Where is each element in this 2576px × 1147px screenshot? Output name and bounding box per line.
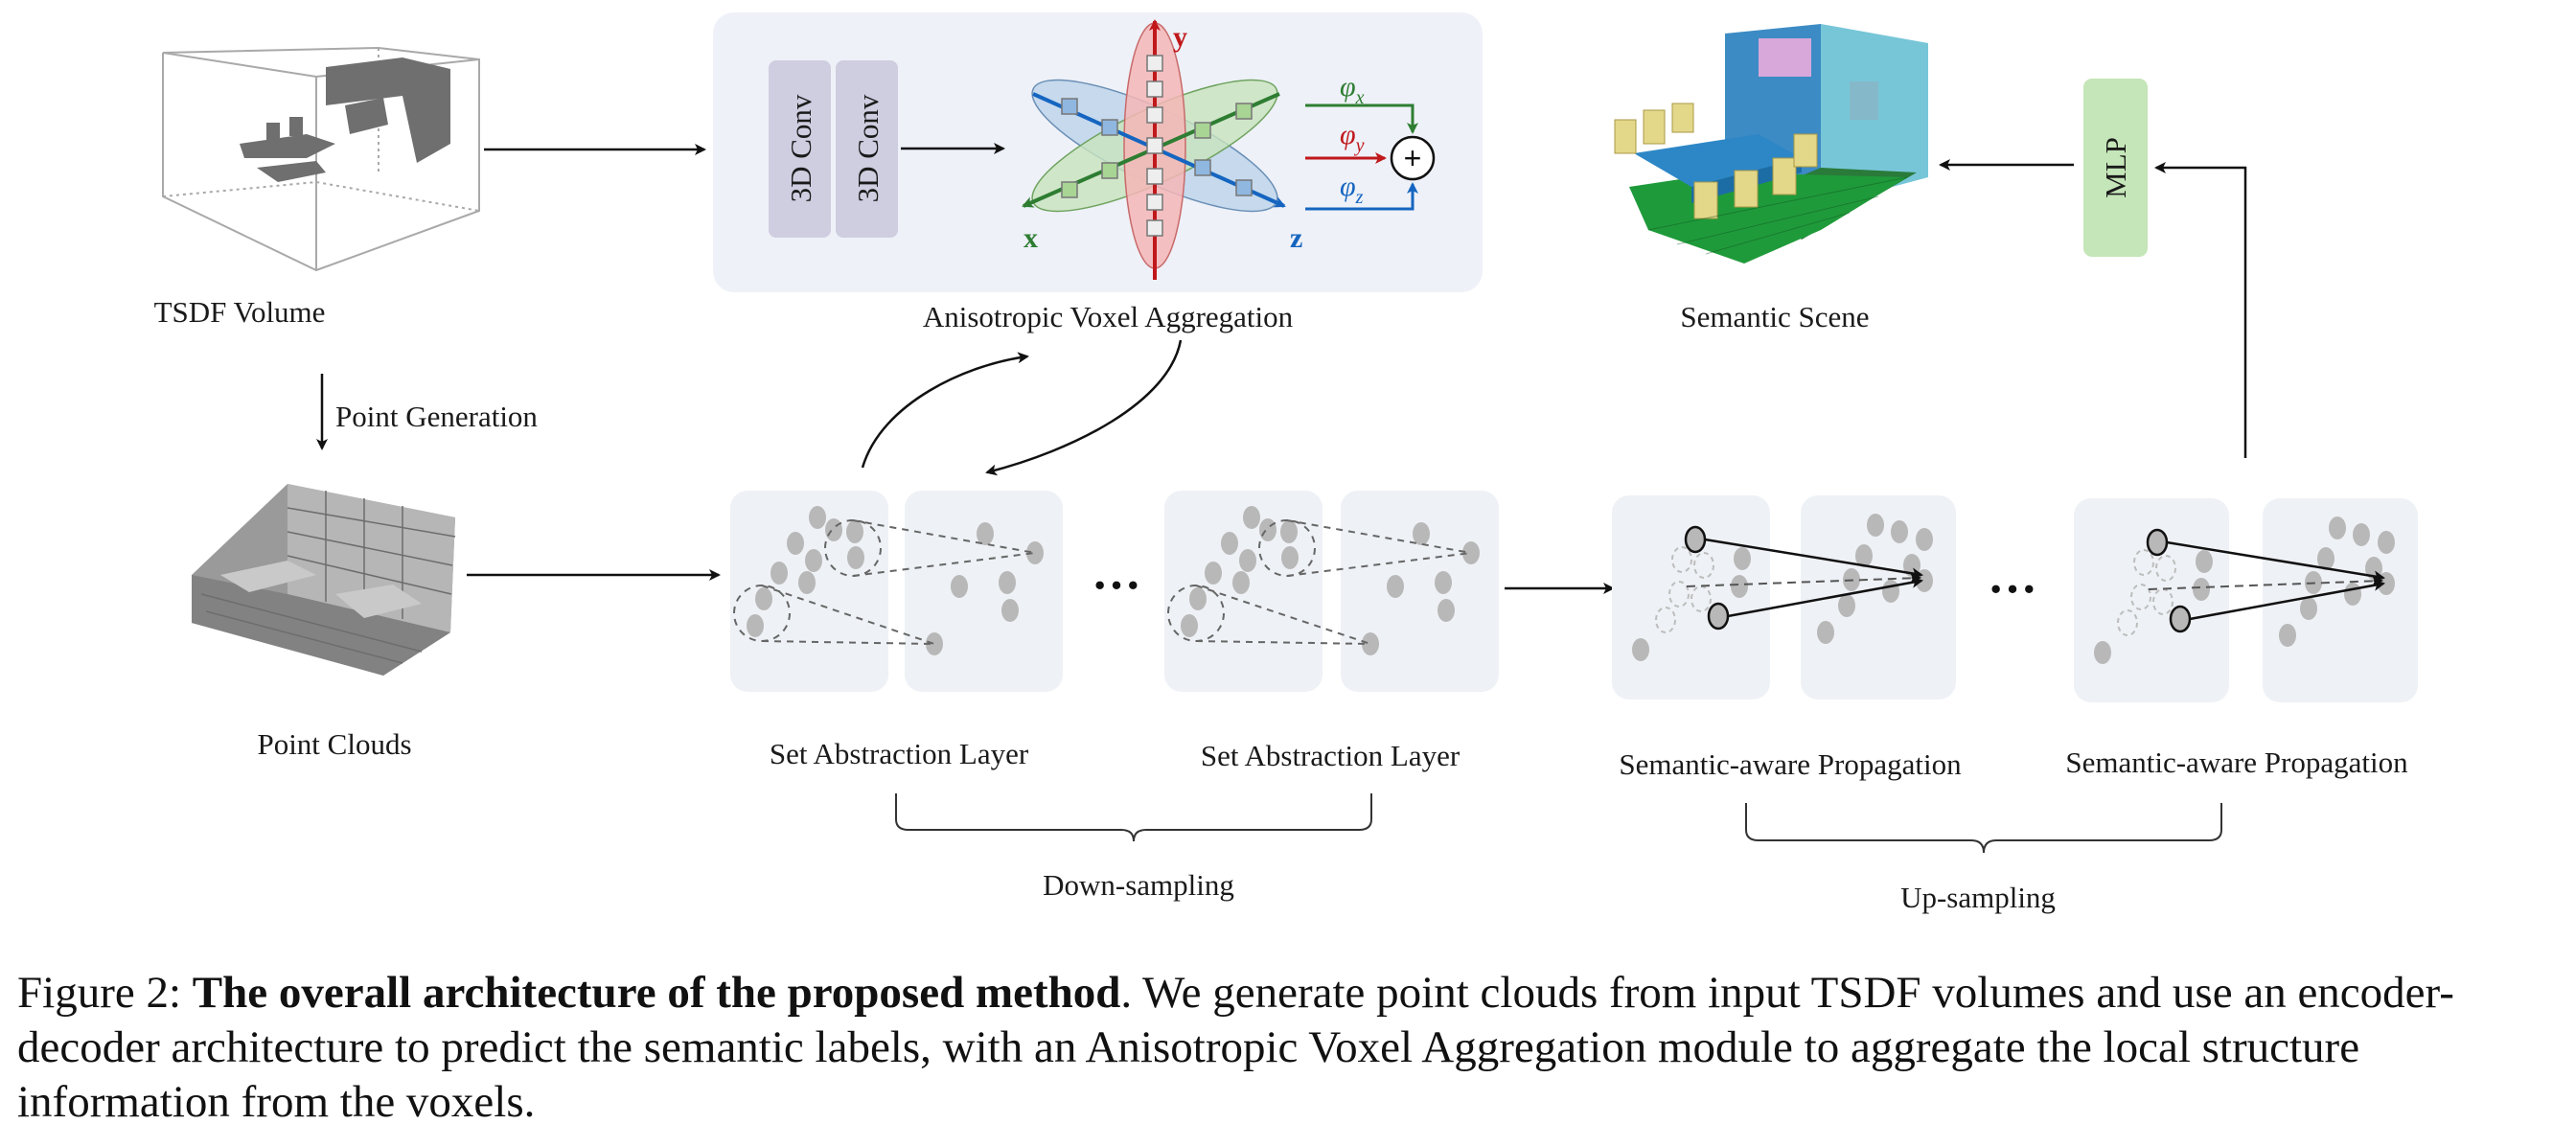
down-sampling-brace: [895, 793, 1372, 842]
sp-1-label: Semantic-aware Propagation: [1619, 747, 1962, 781]
tsdf-volume-label: TSDF Volume: [154, 295, 326, 329]
down-sampling-label: Down-sampling: [1043, 868, 1234, 902]
conv-block-2: [836, 60, 898, 238]
sa-layer-2-label: Set Abstraction Layer: [1201, 739, 1460, 772]
axis-y-label: y: [1173, 21, 1187, 53]
caption-bold: The overall architecture of the proposed…: [192, 968, 1121, 1018]
architecture-diagram: TSDF Volume Point Generation Point Cloud…: [154, 12, 2418, 914]
ellipsis-up: ···: [1988, 562, 2037, 617]
sp-block-2: [2074, 498, 2418, 702]
sa-layer-1-label: Set Abstraction Layer: [770, 737, 1029, 770]
phi-y-label: φy: [1340, 119, 1365, 156]
semantic-scene-label: Semantic Scene: [1680, 300, 1869, 333]
curve-sa-to-ava: [861, 352, 1029, 469]
ellipsis-down: ···: [1092, 559, 1141, 613]
ava-label: Anisotropic Voxel Aggregation: [923, 300, 1294, 333]
point-clouds-image: [192, 484, 456, 676]
axis-z-label: z: [1290, 222, 1302, 254]
caption-rest: . We generate point clouds from input TS…: [17, 968, 2454, 1127]
curve-ava-to-sa: [985, 339, 1183, 476]
conv-label-2: 3D Conv: [851, 94, 885, 202]
semantic-scene-image: [1614, 24, 1928, 264]
plus-symbol: +: [1404, 141, 1422, 175]
conv-label-1: 3D Conv: [784, 94, 817, 202]
point-generation-label: Point Generation: [335, 400, 538, 433]
figure-caption: Figure 2: The overall architecture of th…: [17, 966, 2566, 1130]
mlp-label: MLP: [2099, 137, 2132, 198]
arrow-sp-to-mlp: [2154, 162, 2247, 458]
phi-aggregation: [1305, 103, 1436, 211]
up-sampling-label: Up-sampling: [1900, 881, 2056, 914]
sa-block-2: [1164, 491, 1499, 692]
phi-z-label: φz: [1340, 171, 1364, 208]
up-sampling-brace: [1745, 803, 2222, 854]
sp-block-1: [1612, 495, 1956, 700]
anisotropic-axes-graphic: [1022, 19, 1286, 280]
conv-block-1: [769, 60, 831, 238]
point-clouds-label: Point Clouds: [257, 727, 411, 761]
mlp-box: [2083, 79, 2148, 257]
axis-x-label: x: [1024, 222, 1038, 254]
phi-x-label: φx: [1340, 71, 1365, 108]
sa-block-1: [730, 491, 1063, 692]
sp-2-label: Semantic-aware Propagation: [2065, 746, 2408, 779]
caption-prefix: Figure 2:: [17, 968, 193, 1018]
tsdf-volume-image: [162, 46, 480, 272]
